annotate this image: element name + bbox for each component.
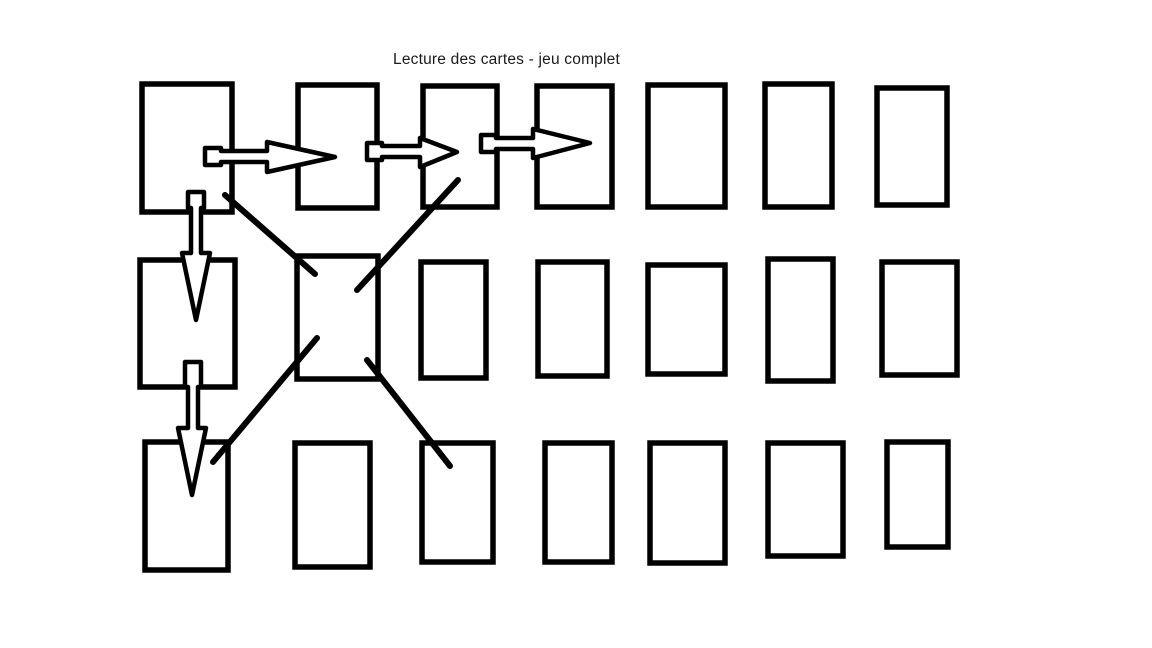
card-r3c5: [647, 440, 728, 566]
card-r3c3: [419, 440, 496, 565]
arrow-down-2: [175, 359, 209, 498]
card-r1c6: [762, 81, 835, 210]
card-r1c5: [645, 82, 728, 210]
card-r2c5: [645, 262, 728, 377]
diagonal-bottom-right-line: [364, 357, 453, 469]
diagonal-top-left-line: [222, 192, 318, 277]
arrow-right-2: [364, 135, 460, 170]
block-arrows: [175, 126, 593, 498]
arrow-right-1: [202, 139, 338, 175]
diagonal-bottom-left-line: [210, 335, 320, 465]
diagonal-top-right-line: [354, 177, 461, 293]
arrow-down-1: [179, 189, 213, 323]
arrow-right-3: [478, 126, 593, 161]
card-r2c4: [535, 259, 610, 379]
card-r1c2: [295, 82, 380, 211]
card-r2c3: [418, 259, 489, 381]
card-r3c2: [292, 440, 373, 570]
cross-lines: [210, 177, 461, 469]
card-r1c7: [874, 85, 950, 208]
diagram-title: Lecture des cartes - jeu complet: [393, 51, 620, 68]
card-r2c6: [765, 256, 836, 384]
card-r3c7: [884, 439, 951, 550]
card-r2c7: [879, 259, 960, 378]
card-r3c6: [765, 440, 846, 559]
card-r3c4: [542, 440, 615, 565]
